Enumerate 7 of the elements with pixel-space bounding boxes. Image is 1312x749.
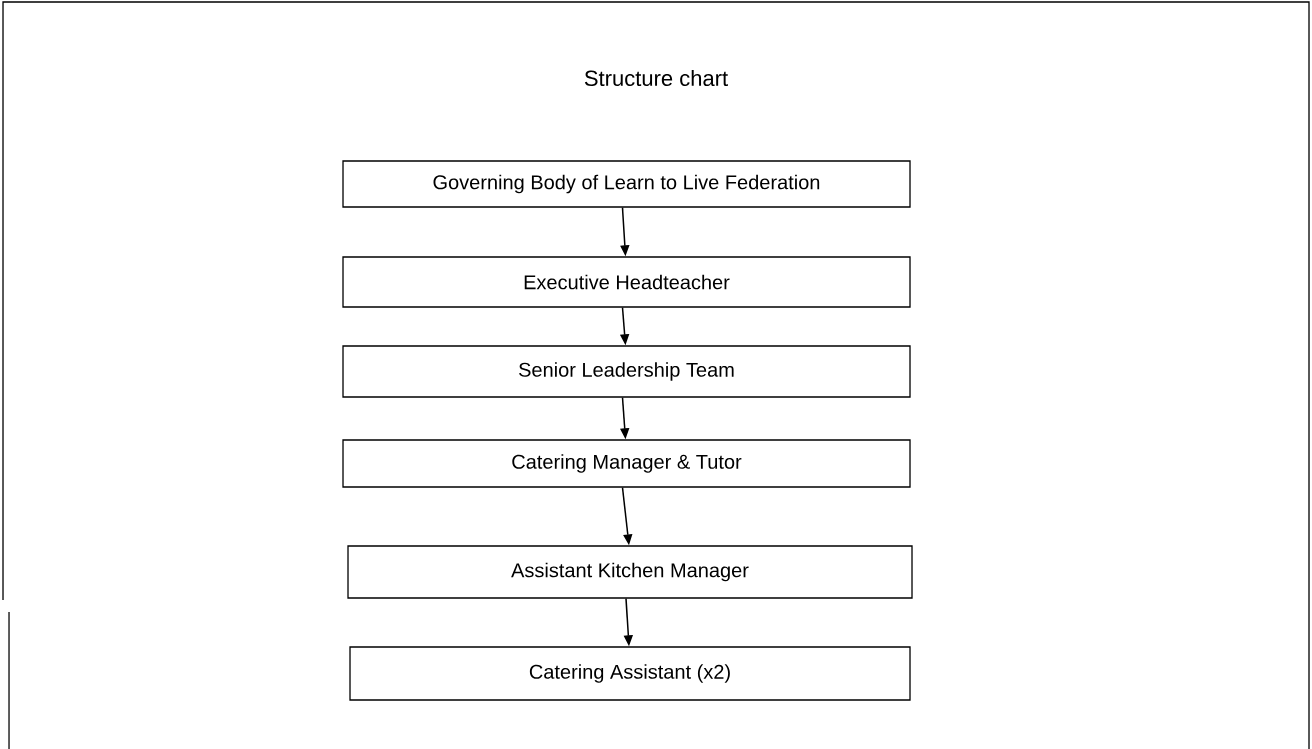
process-box: Catering Manager & Tutor: [342, 439, 911, 488]
process-box: Catering Assistant (x2): [349, 646, 911, 701]
process-box: Governing Body of Learn to Live Federation: [342, 160, 911, 208]
title: Structure chart: [584, 69, 728, 87]
process-box: Executive Headteacher: [342, 256, 911, 308]
process-box: Assistant Kitchen Manager: [347, 545, 913, 599]
process-box: Senior Leadership Team: [342, 345, 911, 398]
